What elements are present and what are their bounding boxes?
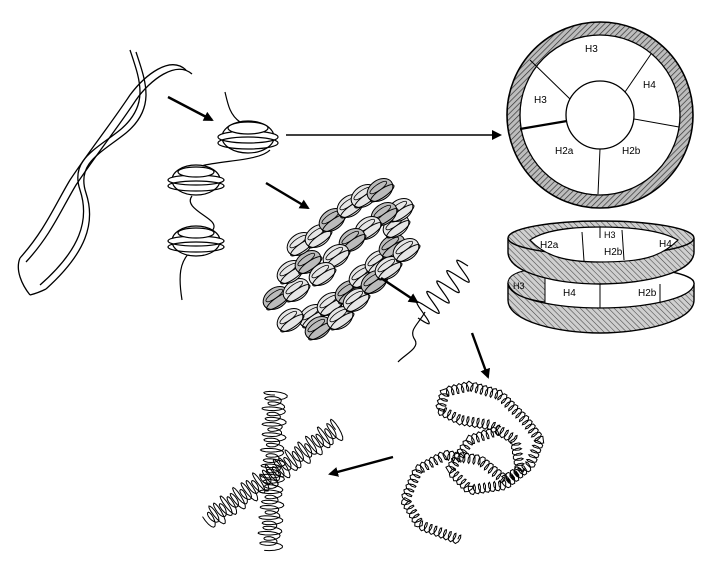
solenoid-nucleosome <box>392 238 421 263</box>
looped-coiled-fiber <box>400 380 545 545</box>
octamer-label-h4: H4 <box>643 80 656 91</box>
octamer-label-h2b: H2b <box>622 146 641 157</box>
arrow-dna-to-nucleosomes <box>167 95 214 122</box>
lower-disc-label-h2b: H2b <box>638 288 657 299</box>
upper-disc-label-h4: H4 <box>659 239 672 250</box>
solenoid-nucleosome <box>276 308 305 333</box>
upper-disc-label-h3: H3 <box>604 230 616 240</box>
solenoid-nucleosome <box>308 262 337 287</box>
histone-octamer-top-view: H3 H4 H2b H2a H3 <box>506 21 694 209</box>
solenoid-nucleosome <box>366 178 395 203</box>
arrow-solenoid-to-fiber <box>380 277 419 304</box>
octamer-label-h3-top: H3 <box>585 44 598 55</box>
arrow-loops-to-chromosome <box>328 455 394 477</box>
extended-chromatin-fiber <box>397 259 470 363</box>
arrow-fiber-to-loops <box>470 332 490 379</box>
solenoid-fiber <box>262 178 421 341</box>
histone-octamer-side-view: H3 H4 H2b H2a H2b H3 H4 <box>507 220 695 334</box>
nucleosome-bead <box>167 164 225 196</box>
lower-disc-label-h3: H3 <box>513 281 525 291</box>
octamer-label-h3-left: H3 <box>534 95 547 106</box>
dna-double-helix <box>17 49 193 296</box>
octamer-upper-disc: H2a H2b H3 H4 <box>507 220 695 285</box>
lower-disc-label-h4: H4 <box>563 288 576 299</box>
upper-disc-label-h2a: H2a <box>540 240 559 251</box>
nucleosome-bead <box>167 225 225 257</box>
octamer-dividers <box>519 53 680 195</box>
metaphase-chromosome <box>202 390 344 552</box>
beads-on-a-string <box>167 91 279 301</box>
upper-disc-label-h2b: H2b <box>604 247 623 258</box>
solenoid-nucleosome <box>262 286 291 311</box>
nucleosome-bead <box>217 120 279 154</box>
arrow-beads-to-solenoid <box>265 181 310 210</box>
octamer-label-h2a: H2a <box>555 146 574 157</box>
